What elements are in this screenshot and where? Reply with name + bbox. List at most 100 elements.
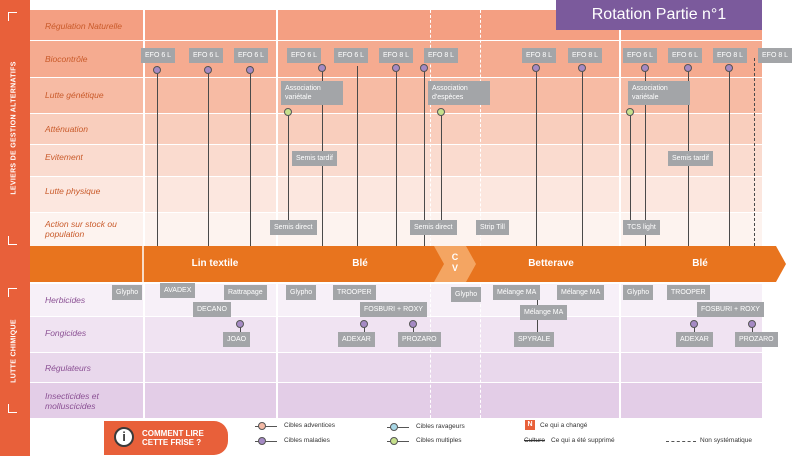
row-separator — [30, 352, 762, 353]
crop-label-cv: C V — [451, 252, 459, 273]
crop-separator — [619, 284, 621, 418]
band-regulateurs — [30, 352, 762, 382]
crop-timeline-arrow — [30, 246, 786, 282]
connector-line — [208, 66, 209, 246]
semis-direct-box: Semis direct — [270, 220, 317, 235]
row-separator — [30, 382, 762, 383]
connector-line — [729, 66, 730, 246]
connector-line — [630, 112, 631, 224]
connector-line — [536, 66, 537, 246]
efo-box: EFO 6 L — [287, 48, 322, 63]
legend-maladie-dot — [258, 437, 266, 445]
crop-separator — [143, 284, 145, 418]
row-label-lutte-genetique: Lutte génétique — [45, 90, 104, 100]
efo-box: EFO 8 L — [379, 48, 414, 63]
band-fongicides — [30, 316, 762, 352]
target-maladie-dot — [532, 64, 540, 72]
target-maladie-dot — [360, 320, 368, 328]
legend-multiple-dot — [390, 437, 398, 445]
target-multiple-dot — [437, 108, 445, 116]
connector-line — [582, 66, 583, 246]
trooper-box: TROOPER — [333, 285, 376, 300]
glypho-box: Glypho — [286, 285, 317, 300]
connector-line — [250, 66, 251, 246]
row-label-insecticides: Insecticides et molluscicides — [45, 391, 99, 411]
target-maladie-dot — [690, 320, 698, 328]
row-label-lutte-physique: Lutte physique — [45, 186, 101, 196]
page-title: Rotation Partie n°1 — [556, 0, 762, 30]
row-label-evitement: Evitement — [45, 152, 83, 162]
bracket-mark — [8, 288, 17, 297]
legend-adventice-dot — [258, 422, 266, 430]
joao-box: JOAO — [223, 332, 251, 347]
rattrapage-box: Rattrapage — [224, 285, 267, 300]
fosburi-roxy-box: FOSBURI + ROXY — [360, 302, 427, 317]
glypho-box: Glypho — [451, 287, 482, 302]
row-label-regulateurs: Régulateurs — [45, 363, 91, 373]
target-maladie-dot — [153, 66, 161, 74]
connector-line — [240, 322, 241, 334]
melange-ma-box: Mélange MA — [520, 305, 568, 320]
crop-label-betterave: Betterave — [528, 258, 574, 269]
cover-crop-separator — [430, 284, 431, 418]
connector-line — [357, 66, 358, 246]
connector-line — [694, 322, 695, 334]
tcs-light-box: TCS light — [623, 220, 660, 235]
target-maladie-dot — [409, 320, 417, 328]
left-accent-strip — [0, 0, 30, 456]
efo-box: EFO 6 L — [334, 48, 369, 63]
target-maladie-dot — [725, 64, 733, 72]
crop-separator — [143, 10, 145, 246]
how-to-read-button[interactable]: i COMMENT LIRE CETTE FRISE ? — [104, 421, 228, 455]
connector-line — [396, 66, 397, 246]
avadex-box: AVADEX — [160, 283, 196, 298]
target-maladie-dot — [684, 64, 692, 72]
association-varietale-box: Association variétale — [628, 81, 690, 105]
legend-ravageurs-label: Cibles ravageurs — [416, 423, 465, 430]
target-maladie-dot — [246, 66, 254, 74]
efo-box: EFO 8 L — [568, 48, 603, 63]
target-maladie-dot — [318, 64, 326, 72]
connector-line — [752, 322, 753, 334]
crop-label-ble-2: Blé — [692, 258, 708, 269]
crop-separator — [276, 284, 278, 418]
crop-label-ble: Blé — [352, 258, 368, 269]
legend-multiples-label: Cibles multiples — [416, 437, 462, 444]
efo-box: EFO 8 L — [713, 48, 748, 63]
spyrale-box: SPYRALE — [514, 332, 555, 347]
connector-line — [157, 66, 158, 246]
row-label-fongicides: Fongicides — [45, 328, 87, 338]
connector-line — [413, 322, 414, 334]
efo-box: EFO 8 L — [522, 48, 557, 63]
target-maladie-dot — [204, 66, 212, 74]
target-multiple-dot — [284, 108, 292, 116]
prozaro-box: PROZARO — [735, 332, 778, 347]
how-to-read-label: COMMENT LIRE CETTE FRISE ? — [142, 429, 204, 447]
adexar-box: ADEXAR — [676, 332, 713, 347]
legend-changed-label: Ce qui a changé — [540, 422, 588, 429]
connector-line — [364, 322, 365, 334]
crop-segment-lin — [30, 246, 292, 282]
row-label-herbicides: Herbicides — [45, 295, 86, 305]
legend-removed-label: Ce qui a été supprimé — [551, 437, 615, 444]
legend-ravageur-dot — [390, 423, 398, 431]
fosburi-roxy-box: FOSBURI + ROXY — [697, 302, 764, 317]
glypho-box: Glypho — [112, 285, 143, 300]
legend-dashed-line — [666, 441, 696, 442]
melange-ma-box: Mélange MA — [557, 285, 605, 300]
row-label-action-stock: Action sur stock ou population — [45, 219, 117, 239]
info-icon: i — [114, 427, 134, 447]
melange-ma-box: Mélange MA — [493, 285, 541, 300]
target-maladie-dot — [392, 64, 400, 72]
crop-segment-cv — [434, 246, 480, 282]
non-systematic-line — [754, 58, 755, 246]
row-label-biocontrole: Biocontrôle — [45, 54, 88, 64]
efo-box: EFO 6 L — [189, 48, 224, 63]
trooper-box: TROOPER — [667, 285, 710, 300]
bracket-mark — [8, 236, 17, 245]
row-label-attenuation: Atténuation — [45, 124, 89, 134]
legend-line — [255, 426, 277, 427]
decano-box: DECANO — [193, 302, 231, 317]
connector-line — [288, 112, 289, 224]
